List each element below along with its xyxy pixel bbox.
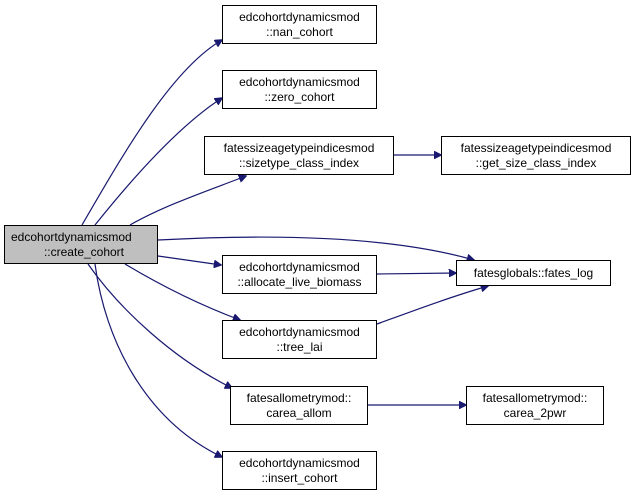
- node-get-size-class-index[interactable]: fatessizeagetypeindicesmod ::get_size_cl…: [441, 136, 631, 175]
- node-allocate-live-biomass-function: ::allocate_live_biomass: [237, 274, 362, 289]
- node-create-cohort-function: ::create_cohort: [43, 244, 125, 259]
- node-create-cohort: edcohortdynamicsmod ::create_cohort: [4, 225, 158, 264]
- node-sizetype-class-index[interactable]: fatessizeagetypeindicesmod ::sizetype_cl…: [204, 136, 394, 175]
- node-insert-cohort[interactable]: edcohortdynamicsmod ::insert_cohort: [222, 451, 377, 490]
- node-insert-cohort-module: edcohortdynamicsmod: [239, 455, 360, 470]
- node-zero-cohort-module: edcohortdynamicsmod: [239, 74, 360, 89]
- edge-create-to-nan: [81, 40, 222, 226]
- edge-treelai-to-fateslog: [376, 286, 488, 325]
- node-carea-allom-module: fatesallometrymod::: [246, 390, 352, 405]
- node-carea-allom-function: carea_allom: [266, 405, 332, 420]
- node-zero-cohort[interactable]: edcohortdynamicsmod ::zero_cohort: [222, 70, 377, 109]
- node-nan-cohort-module: edcohortdynamicsmod: [239, 9, 360, 24]
- edge-create-to-insert: [94, 263, 222, 457]
- node-sizetype-class-index-module: fatessizeagetypeindicesmod: [223, 140, 375, 155]
- edge-create-to-alloc: [157, 255, 221, 265]
- node-allocate-live-biomass[interactable]: edcohortdynamicsmod ::allocate_live_biom…: [222, 255, 377, 294]
- node-tree-lai-function: ::tree_lai: [276, 339, 323, 354]
- node-carea-2pwr-module: fatesallometrymod::: [482, 390, 588, 405]
- node-carea-allom[interactable]: fatesallometrymod:: carea_allom: [230, 386, 368, 425]
- node-get-size-class-index-module: fatessizeagetypeindicesmod: [460, 140, 612, 155]
- edge-create-to-treelai: [124, 263, 240, 320]
- edge-create-to-fateslog: [157, 236, 474, 260]
- node-fates-log[interactable]: fatesglobals::fates_log: [456, 260, 611, 286]
- node-create-cohort-module: edcohortdynamicsmod: [11, 229, 132, 244]
- node-tree-lai-module: edcohortdynamicsmod: [239, 324, 360, 339]
- node-nan-cohort[interactable]: edcohortdynamicsmod ::nan_cohort: [222, 5, 377, 44]
- node-carea-2pwr-function: carea_2pwr: [503, 405, 567, 420]
- node-nan-cohort-function: ::nan_cohort: [266, 24, 333, 39]
- node-tree-lai[interactable]: edcohortdynamicsmod ::tree_lai: [222, 320, 377, 359]
- node-get-size-class-index-function: ::get_size_class_index: [475, 155, 597, 170]
- edge-create-to-carea: [87, 263, 232, 388]
- edge-alloc-to-fateslog: [376, 273, 456, 274]
- edge-create-to-sizetype: [129, 176, 246, 226]
- node-zero-cohort-function: ::zero_cohort: [264, 89, 335, 104]
- node-sizetype-class-index-function: ::sizetype_class_index: [238, 155, 360, 170]
- node-carea-2pwr[interactable]: fatesallometrymod:: carea_2pwr: [466, 386, 604, 425]
- edge-create-to-zero: [94, 98, 222, 226]
- node-fates-log-label: fatesglobals::fates_log: [473, 265, 594, 280]
- node-allocate-live-biomass-module: edcohortdynamicsmod: [239, 259, 360, 274]
- node-insert-cohort-function: ::insert_cohort: [261, 470, 338, 485]
